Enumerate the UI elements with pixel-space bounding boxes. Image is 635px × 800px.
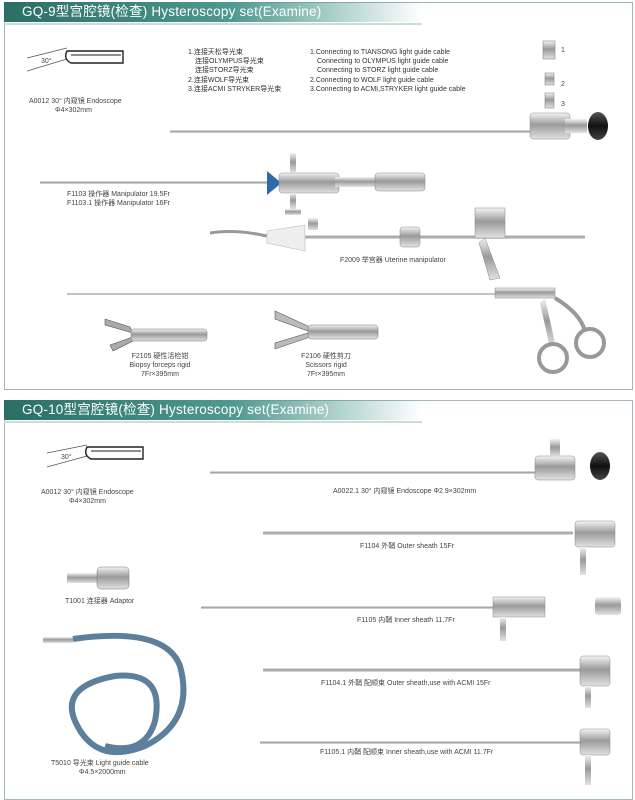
cable-en-line: 3.Connecting to ACMI,STRYKER light guide…	[310, 85, 466, 93]
gq10-endoscope-29	[210, 439, 610, 481]
adaptor-parts	[542, 40, 556, 109]
cable-list-cn: 1.连接天松导光束 连接OLYMPUS导光束 连接STORZ导光束 2.连接WO…	[188, 48, 281, 94]
gq10-section: GQ-10型宫腔镜(检查) Hysteroscopy set(Examine)	[4, 400, 633, 800]
gq9-header: GQ-9型宫腔镜(检查) Hysteroscopy set(Examine)	[4, 2, 422, 25]
gq9-uterine-manipulator	[209, 207, 585, 281]
adaptor-number-2: 2	[561, 81, 565, 88]
cable-cn-line: 2.连接WOLF导光束	[188, 76, 250, 84]
adaptor-number-1: 1	[561, 47, 565, 54]
inner-sheath-label: F1105 内鞘 Inner sheath 11.7Fr	[357, 617, 455, 624]
gq9-section: GQ-9型宫腔镜(检查) Hysteroscopy set(Examine)	[4, 2, 633, 390]
cable-cn-line: 连接STORZ导光束	[195, 67, 254, 75]
gq10-inner-sheath-acmi	[260, 728, 611, 785]
adaptor-number-3: 3	[561, 101, 565, 108]
gq10-angle-label: 30°	[61, 454, 72, 461]
gq9-endoscope	[170, 112, 608, 140]
gq10-instruments	[43, 439, 621, 785]
cable-cn-line: 3.连接ACMI STRYKER导光束	[188, 85, 282, 93]
uterine-manipulator-label: F2009 举宫器 Uterine manipulator	[340, 257, 446, 264]
gq9-endoscope-size: Φ4×302mm	[55, 107, 92, 114]
gq10-endoscope-label: A0012 30° 内窥镜 Endoscope	[41, 489, 134, 496]
gq9-endoscope-label: A0012 30° 内窥镜 Endoscope	[29, 98, 122, 105]
gq10-endoscope-size: Φ4×302mm	[69, 498, 106, 505]
outer-sheath-label: F1104 外鞘 Outer sheath 15Fr	[360, 543, 455, 550]
scissors-detail	[274, 310, 379, 350]
gq9-instruments	[26, 40, 608, 374]
gq9-manipulator	[40, 153, 426, 215]
gq9-angle-label: 30°	[41, 58, 52, 65]
gq10-light-cable	[43, 632, 187, 756]
gq10-adaptor	[67, 566, 130, 590]
endoscope-29-label: A0022.1 30° 内窥镜 Endoscope Φ2.9×302mm	[333, 488, 477, 495]
gq9-long-forceps	[67, 287, 606, 374]
cable-en-line: 1.Connecting to TIANSONG light guide cab…	[310, 49, 450, 56]
cable-en-line: Connecting to STORZ light guide cable	[317, 67, 439, 75]
light-cable-label: T5010 导光束 Light guide cable Φ4.5×2000mm	[51, 760, 149, 776]
endoscope-tip-diagram-2	[46, 444, 144, 468]
cable-cn-line: 连接OLYMPUS导光束	[195, 58, 264, 66]
manipulator-label-2: F1103.1 操作器 Manipulator 16Fr	[67, 200, 170, 207]
gq10-inner-sheath	[201, 596, 621, 641]
cable-en-line: 2.Connecting to WOLF light guide cable	[310, 76, 434, 84]
adaptor-label: T1001 连接器 Adaptor	[65, 598, 135, 605]
gq10-outer-sheath	[263, 520, 616, 575]
cable-cn-line: 1.连接天松导光束	[188, 49, 243, 56]
cable-en-line: Connecting to OLYMPUS light guide cable	[317, 58, 449, 66]
outer-sheath-acmi-label: F1104.1 外鞘 配顺束 Outer sheath,use with ACM…	[321, 680, 491, 687]
gq10-header: GQ-10型宫腔镜(检查) Hysteroscopy set(Examine)	[4, 400, 422, 423]
endoscope-tip-diagram	[26, 47, 124, 72]
gq10-outer-sheath-acmi	[263, 655, 611, 708]
cable-list-en: 1.Connecting to TIANSONG light guide cab…	[310, 48, 466, 94]
inner-sheath-acmi-label: F1105.1 内鞘 配顺束 Inner sheath,use with ACM…	[320, 749, 494, 756]
biopsy-forceps-detail	[104, 318, 208, 352]
manipulator-label-1: F1103 操作器 Manipulator 19.5Fr	[67, 191, 170, 198]
